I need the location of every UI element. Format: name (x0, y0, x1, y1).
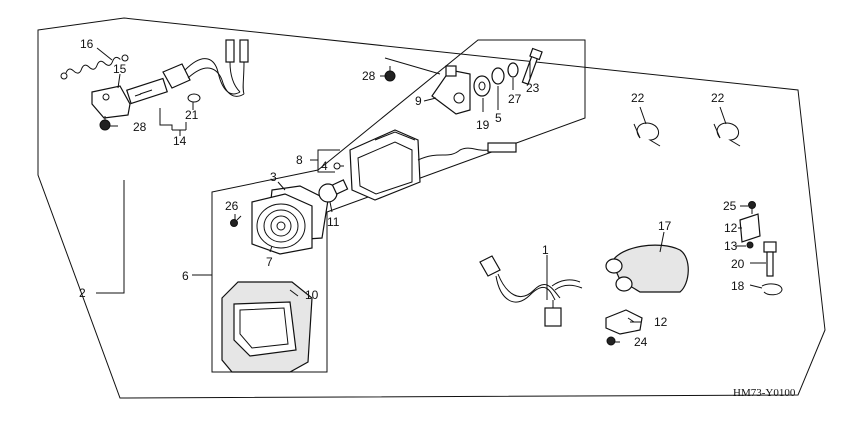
assembly-boundary (37, 17, 826, 399)
screw-part (748, 201, 756, 214)
callout-7: 7 (266, 255, 273, 269)
callout-27: 27 (508, 92, 522, 106)
switch-cover-part (605, 244, 689, 293)
callout-2: 2 (79, 286, 86, 300)
callout-11: 11 (327, 215, 340, 229)
diagram-code: HM73-Y0100 (733, 387, 796, 399)
lamp-unit-part (251, 193, 313, 255)
band-clamp-part (633, 122, 661, 147)
callout-5: 5 (495, 111, 502, 125)
nut-part (746, 241, 754, 249)
callout-14: 14 (173, 134, 187, 148)
callout-21: 21 (185, 108, 199, 122)
rubber-bush-part (491, 67, 505, 85)
callout-12: 12 (724, 221, 738, 235)
callout-3: 3 (270, 170, 277, 184)
clip-part (333, 162, 341, 170)
callout-6: 6 (182, 269, 189, 283)
callout-24: 24 (634, 335, 648, 349)
callout-10: 10 (305, 288, 319, 302)
callout-25: 25 (723, 199, 737, 213)
callout-16: 16 (80, 37, 94, 51)
hex-bolt-part (521, 47, 543, 85)
bolt-part (763, 241, 777, 277)
callout-17: 17 (658, 219, 672, 233)
callout-23: 23 (526, 81, 540, 95)
callout-9: 9 (415, 94, 422, 108)
screw-part (230, 215, 242, 227)
bolt-part (606, 336, 616, 346)
callout-20: 20 (731, 257, 745, 271)
bolt-part (384, 66, 396, 82)
callout-22: 22 (631, 91, 645, 105)
callout-26: 26 (225, 199, 239, 213)
headlight-cover-part (221, 281, 313, 373)
spring-part (60, 54, 129, 80)
clip-part (761, 283, 783, 296)
wire-harness-part (479, 255, 583, 327)
callout-22: 22 (711, 91, 725, 105)
band-clamp-part (713, 122, 741, 147)
headlight-bracket-part (431, 65, 471, 115)
collar-part (473, 75, 491, 97)
bulb-part (318, 179, 349, 203)
callout-15: 15 (113, 62, 127, 76)
bolt-part (99, 116, 111, 131)
switch-bracket-part (91, 85, 131, 119)
leader-lines (96, 47, 766, 372)
callout-12: 12 (654, 315, 668, 329)
stop-switch-part (126, 39, 249, 105)
callout-4: 4 (321, 159, 328, 173)
callout-8: 8 (296, 153, 303, 167)
washer-part (507, 62, 519, 78)
callout-19: 19 (476, 118, 490, 132)
callout-18: 18 (731, 279, 745, 293)
callout-28: 28 (133, 120, 147, 134)
callout-labels: 16 15 28 21 14 28 9 19 5 27 23 8 4 3 26 … (79, 37, 745, 349)
callout-13: 13 (724, 239, 738, 253)
headlight-case-part (349, 129, 517, 201)
relay-bracket-part (605, 309, 643, 335)
relay-part (739, 213, 761, 243)
callout-1: 1 (542, 243, 549, 257)
callout-28: 28 (362, 69, 376, 83)
